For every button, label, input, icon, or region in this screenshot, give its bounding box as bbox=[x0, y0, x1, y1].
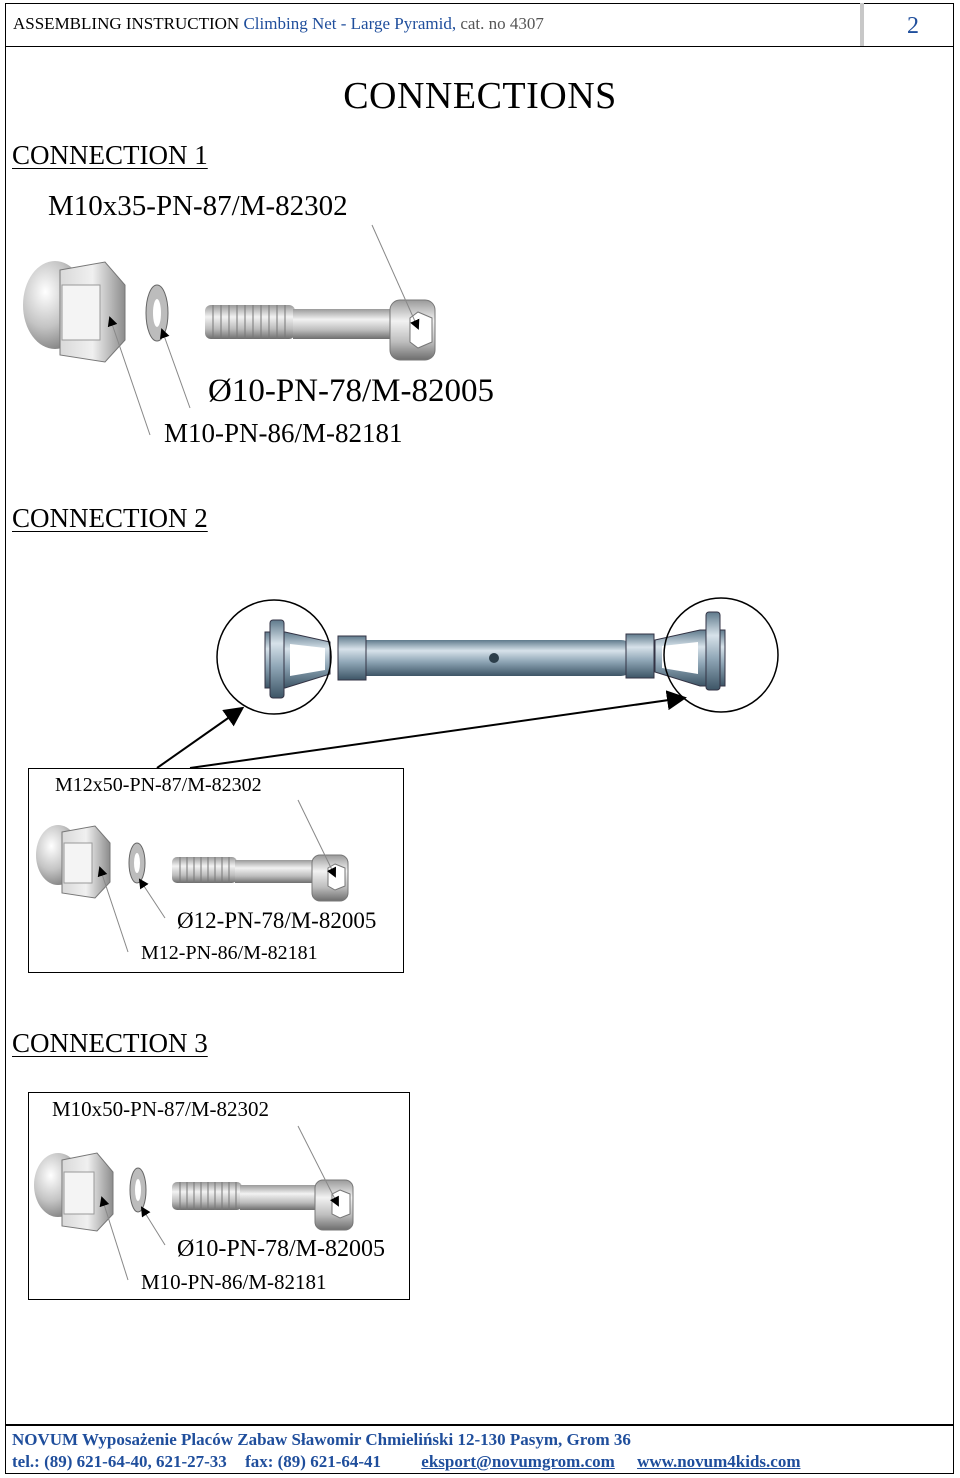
footer-rule bbox=[5, 1424, 954, 1426]
header-title: ASSEMBLING INSTRUCTION Climbing Net - La… bbox=[13, 14, 544, 34]
footer-email-link[interactable]: eksport@novumgrom.com bbox=[421, 1452, 615, 1471]
connection-1-nut-label: M10-PN-86/M-82181 bbox=[164, 418, 403, 448]
header-title-main: ASSEMBLING INSTRUCTION bbox=[13, 14, 240, 33]
connection-3-washer-label: Ø10-PN-78/M-82005 bbox=[177, 1236, 385, 1262]
footer-tel: tel.: (89) 621-64-40, 621-27-33 bbox=[12, 1452, 227, 1471]
connection-2-nut-label: M12-PN-86/M-82181 bbox=[141, 942, 318, 964]
page-frame bbox=[5, 3, 954, 1474]
connection-3-nut-label: M10-PN-86/M-82181 bbox=[141, 1270, 327, 1294]
page-title: CONNECTIONS bbox=[343, 75, 617, 117]
page-number: 2 bbox=[907, 13, 919, 39]
connection-1-washer-label: Ø10-PN-78/M-82005 bbox=[208, 373, 494, 409]
connection-3-bolt-label: M10x50-PN-87/M-82302 bbox=[52, 1097, 270, 1121]
footer-company: NOVUM Wyposażenie Placów Zabaw Sławomir … bbox=[12, 1430, 631, 1449]
footer-fax: fax: (89) 621-64-41 bbox=[245, 1452, 382, 1471]
connection-1-heading: CONNECTION 1 bbox=[12, 140, 208, 170]
header-cat-number: cat. no 4307 bbox=[460, 14, 544, 33]
connection-1-bolt-label: M10x35-PN-87/M-82302 bbox=[48, 190, 348, 222]
connection-2-bolt-label: M12x50-PN-87/M-82302 bbox=[55, 774, 262, 796]
header-divider bbox=[860, 3, 864, 46]
connection-3-detail-box bbox=[28, 1092, 410, 1300]
header-title-sub: Climbing Net - Large Pyramid, bbox=[243, 14, 457, 33]
connection-2-heading: CONNECTION 2 bbox=[12, 503, 208, 533]
connection-3-heading: CONNECTION 3 bbox=[12, 1028, 208, 1058]
footer-contact: tel.: (89) 621-64-40, 621-27-33 fax: (89… bbox=[12, 1452, 800, 1472]
connection-2-washer-label: Ø12-PN-78/M-82005 bbox=[177, 908, 377, 933]
page-header: ASSEMBLING INSTRUCTION Climbing Net - La… bbox=[5, 3, 954, 47]
footer-website-link[interactable]: www.novum4kids.com bbox=[637, 1452, 801, 1471]
